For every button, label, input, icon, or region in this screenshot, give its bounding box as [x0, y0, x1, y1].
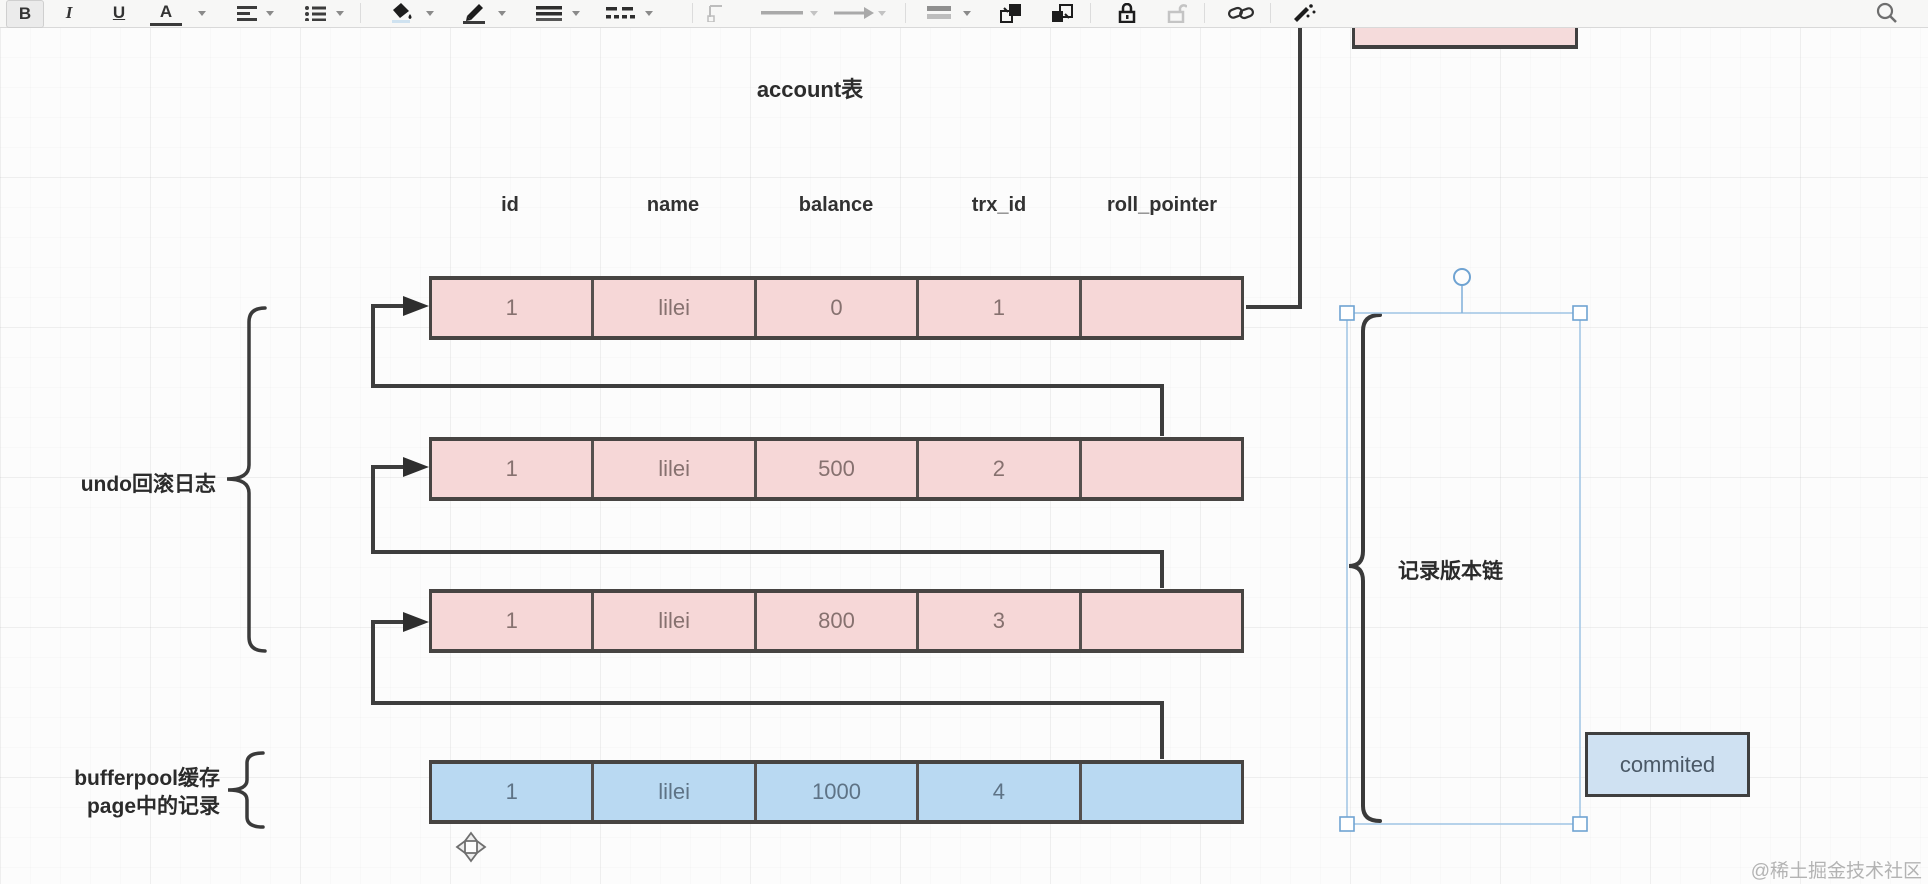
cell-roll-pointer[interactable] — [1082, 441, 1241, 497]
line-weight-icon — [536, 6, 562, 21]
cell-balance[interactable]: 500 — [757, 441, 920, 497]
line-color-caret[interactable] — [498, 11, 506, 16]
to-front-icon — [1000, 4, 1021, 23]
font-color-button[interactable]: A — [150, 0, 182, 26]
bold-label: B — [18, 4, 32, 23]
cell-roll-pointer[interactable] — [1082, 280, 1241, 336]
toolbar-separator — [1090, 3, 1091, 23]
undo-log-row-2[interactable]: 1 lilei 500 2 — [429, 437, 1244, 501]
cell-name[interactable]: lilei — [594, 764, 757, 820]
font-color-caret[interactable] — [198, 11, 206, 16]
magic-wand-icon — [1294, 4, 1316, 22]
undo-log-row-3[interactable]: 1 lilei 800 3 — [429, 589, 1244, 653]
pen-icon — [463, 4, 485, 24]
line-weight-caret[interactable] — [572, 11, 580, 16]
cell-balance[interactable]: 800 — [757, 593, 920, 649]
watermark: @稀土掘金技术社区 — [1750, 861, 1922, 882]
cell-roll-pointer[interactable] — [1082, 593, 1241, 649]
list-icon — [305, 6, 326, 21]
to-back-icon — [1052, 4, 1073, 22]
arrow-style-caret[interactable] — [878, 11, 886, 16]
connection-line-icon — [761, 11, 803, 15]
cell-trx-id[interactable]: 2 — [919, 441, 1082, 497]
unlock-button[interactable] — [1162, 0, 1192, 26]
column-header-name[interactable]: name — [646, 194, 700, 216]
committed-label: commited — [1619, 751, 1716, 777]
formatting-toolbar: B I U A — [0, 0, 1928, 28]
version-chain-label[interactable]: 记录版本链 — [1398, 560, 1503, 583]
list-button[interactable] — [298, 0, 334, 26]
cell-roll-pointer[interactable] — [1082, 764, 1241, 820]
align-button[interactable] — [230, 0, 266, 26]
italic-button[interactable]: I — [56, 0, 82, 26]
column-header-roll-pointer[interactable]: roll_pointer — [1106, 194, 1217, 216]
fill-color-button[interactable] — [384, 0, 420, 26]
cell-id[interactable]: 1 — [432, 593, 595, 649]
cell-name[interactable]: lilei — [594, 593, 757, 649]
lock-icon — [1118, 3, 1136, 23]
bufferpool-label-line1[interactable]: bufferpool缓存 — [74, 767, 220, 790]
toolbar-separator — [1270, 3, 1271, 23]
fill-color-icon — [392, 3, 412, 23]
align-caret[interactable] — [266, 11, 274, 16]
column-header-trx-id[interactable]: trx_id — [971, 194, 1027, 216]
arrow-style-button[interactable] — [832, 0, 876, 26]
cell-name[interactable]: lilei — [594, 280, 757, 336]
cell-trx-id[interactable]: 1 — [919, 280, 1082, 336]
link-icon — [1228, 6, 1254, 20]
column-header-id[interactable]: id — [501, 194, 519, 216]
to-front-button[interactable] — [993, 0, 1029, 26]
zoom-search-button[interactable] — [1872, 0, 1902, 26]
undo-log-row-1[interactable]: 1 lilei 0 1 — [429, 276, 1244, 340]
connection-button[interactable] — [758, 0, 806, 26]
toolbar-separator — [692, 3, 693, 23]
line-style-button[interactable] — [600, 0, 642, 26]
cell-name[interactable]: lilei — [594, 441, 757, 497]
toolbar-separator — [360, 3, 361, 23]
bufferpool-label-line2[interactable]: page中的记录 — [86, 795, 220, 818]
magnifier-icon — [1876, 2, 1897, 23]
align-icon — [237, 6, 257, 21]
cell-balance[interactable]: 1000 — [757, 764, 920, 820]
layers-caret[interactable] — [963, 11, 971, 16]
waypoints-button[interactable] — [702, 0, 732, 26]
cell-balance[interactable]: 0 — [757, 280, 920, 336]
column-header-balance[interactable]: balance — [798, 194, 874, 216]
cell-trx-id[interactable]: 3 — [919, 593, 1082, 649]
bold-button[interactable]: B — [6, 0, 44, 28]
cell-id[interactable]: 1 — [432, 280, 595, 336]
waypoints-icon — [707, 5, 722, 22]
toolbar-separator — [905, 3, 906, 23]
layers-icon — [927, 6, 951, 19]
cell-id[interactable]: 1 — [432, 441, 595, 497]
committed-box[interactable]: commited — [1585, 732, 1750, 797]
toolbar-separator — [1204, 3, 1205, 23]
line-style-icon — [606, 7, 635, 19]
layers-button[interactable] — [920, 0, 958, 26]
line-weight-button[interactable] — [530, 0, 568, 26]
undo-log-label[interactable]: undo回滚日志 — [80, 473, 216, 496]
insert-link-button[interactable] — [1224, 0, 1258, 26]
underline-label: U — [112, 3, 126, 22]
line-style-caret[interactable] — [645, 11, 653, 16]
unlock-icon — [1167, 4, 1187, 23]
line-color-button[interactable] — [456, 0, 492, 26]
fill-color-caret[interactable] — [426, 11, 434, 16]
to-back-button[interactable] — [1044, 0, 1080, 26]
bufferpool-row[interactable]: 1 lilei 1000 4 — [429, 760, 1244, 824]
underline-button[interactable]: U — [104, 0, 134, 26]
list-caret[interactable] — [336, 11, 344, 16]
cell-trx-id[interactable]: 4 — [919, 764, 1082, 820]
font-color-label: A — [159, 1, 173, 21]
connection-caret[interactable] — [810, 11, 818, 16]
account-table-title[interactable]: account表 — [756, 77, 864, 102]
arrow-icon — [834, 7, 874, 19]
lock-button[interactable] — [1112, 0, 1142, 26]
edit-style-button[interactable] — [1286, 0, 1320, 26]
cell-id[interactable]: 1 — [432, 764, 595, 820]
italic-label: I — [65, 3, 73, 22]
